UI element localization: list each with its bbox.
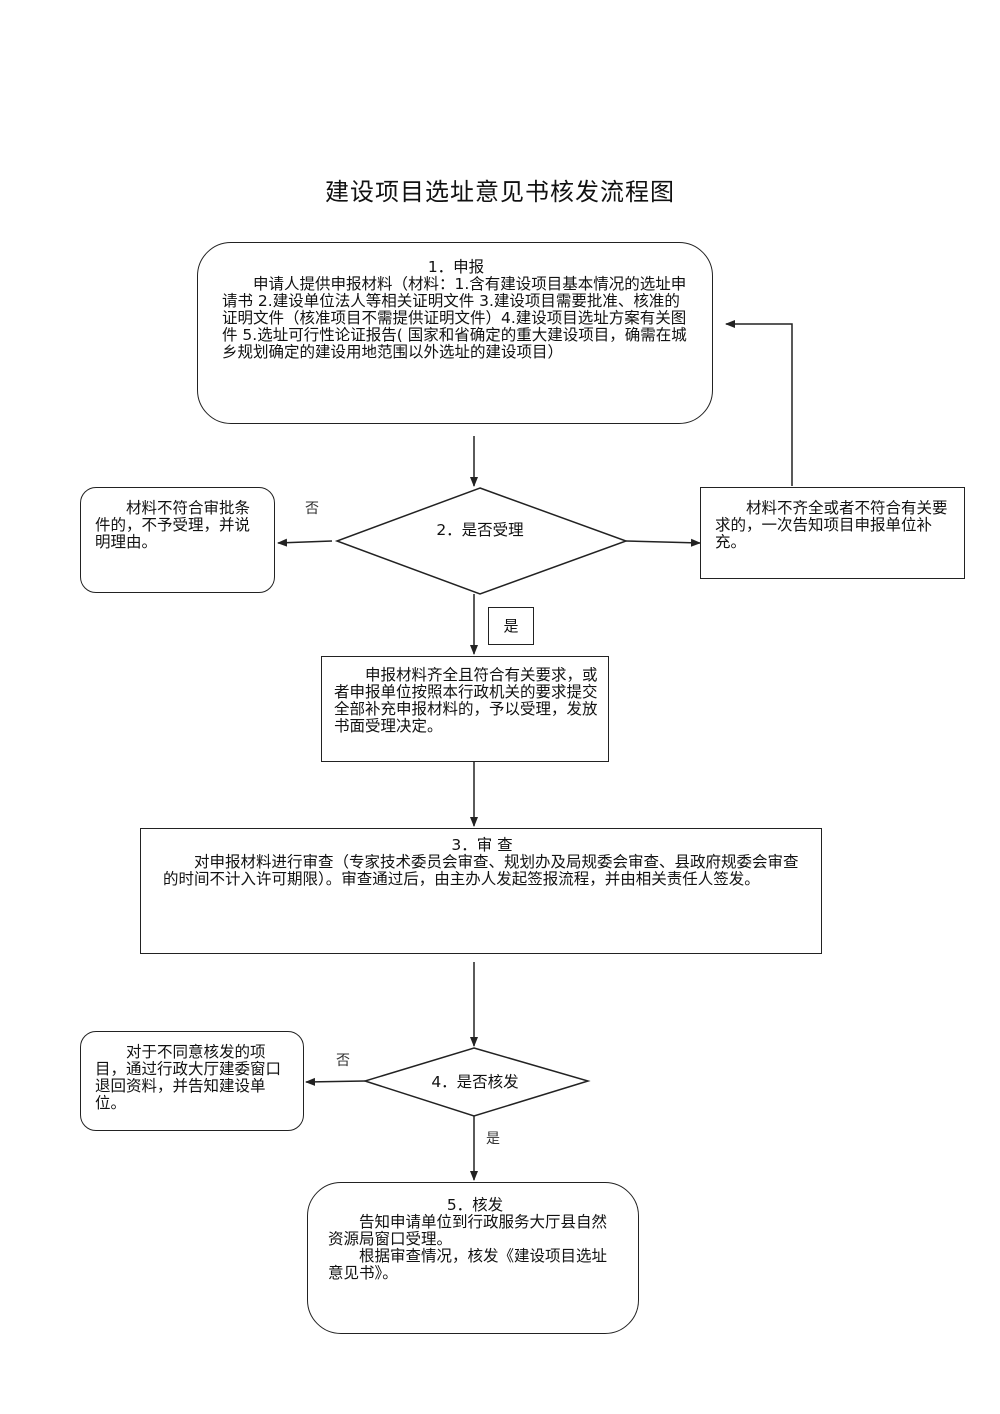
arrow-step4-to-reject bbox=[305, 1077, 366, 1086]
reject-box-2: 对于不同意核发的项目，通过行政大厅建委窗口退回资料，并告知建设单位。 bbox=[80, 1031, 304, 1131]
step2-label: 2．是否受理 bbox=[436, 521, 524, 539]
decision-diamond-accept bbox=[334, 487, 629, 595]
no-label-1: 否 bbox=[305, 501, 319, 517]
step5-heading: 5．核发 bbox=[446, 1196, 504, 1214]
step3-text: 对申报材料进行审查（专家技术委员会审查、规划办及局规委会审查、县政府规委会审查的… bbox=[163, 853, 799, 888]
step4-label: 4．是否核发 bbox=[431, 1073, 519, 1091]
step1-submit-box: 1．申报 申请人提供申报材料（材料：1.含有建设项目基本情况的选址申请书 2.建… bbox=[197, 242, 713, 424]
step3-review-box: 3．审 查 对申报材料进行审查（专家技术委员会审查、规划办及局规委会审查、县政府… bbox=[140, 828, 822, 954]
supplement-text: 材料不齐全或者不符合有关要求的，一次告知项目申报单位补充。 bbox=[715, 499, 948, 551]
step5-text1: 告知申请单位到行政服务大厅县自然资源局窗口受理。 bbox=[328, 1213, 608, 1248]
step5-text2: 根据审查情况，核发《建设项目选址意见书》。 bbox=[328, 1247, 608, 1282]
arrow-supplement-to-step1 bbox=[725, 320, 793, 486]
accept-box: 申报材料齐全且符合有关要求，或者申报单位按照本行政机关的要求提交全部补充申报材料… bbox=[321, 656, 609, 762]
page-title: 建设项目选址意见书核发流程图 bbox=[325, 178, 675, 206]
step1-text: 申请人提供申报材料（材料：1.含有建设项目基本情况的选址申请书 2.建设单位法人… bbox=[222, 275, 687, 361]
reject1-text: 材料不符合审批条件的，不予受理，并说明理由。 bbox=[95, 499, 251, 551]
yes-label-1: 是 bbox=[488, 607, 534, 645]
arrow-step2-to-supplement bbox=[625, 538, 701, 547]
reject-box-1: 材料不符合审批条件的，不予受理，并说明理由。 bbox=[80, 487, 275, 593]
step3-heading: 3．审 查 bbox=[451, 836, 513, 854]
arrow-step2-to-reject bbox=[277, 538, 333, 547]
accept-text: 申报材料齐全且符合有关要求，或者申报单位按照本行政机关的要求提交全部补充申报材料… bbox=[334, 666, 598, 735]
no-label-2: 否 bbox=[336, 1053, 350, 1069]
supplement-box: 材料不齐全或者不符合有关要求的，一次告知项目申报单位补充。 bbox=[700, 487, 965, 579]
step1-heading: 1．申报 bbox=[427, 258, 485, 276]
step5-issue-box: 5．核发 告知申请单位到行政服务大厅县自然资源局窗口受理。 根据审查情况，核发《… bbox=[307, 1182, 639, 1334]
yes-label-2: 是 bbox=[486, 1131, 500, 1147]
reject2-text: 对于不同意核发的项目，通过行政大厅建委窗口退回资料，并告知建设单位。 bbox=[95, 1043, 282, 1112]
